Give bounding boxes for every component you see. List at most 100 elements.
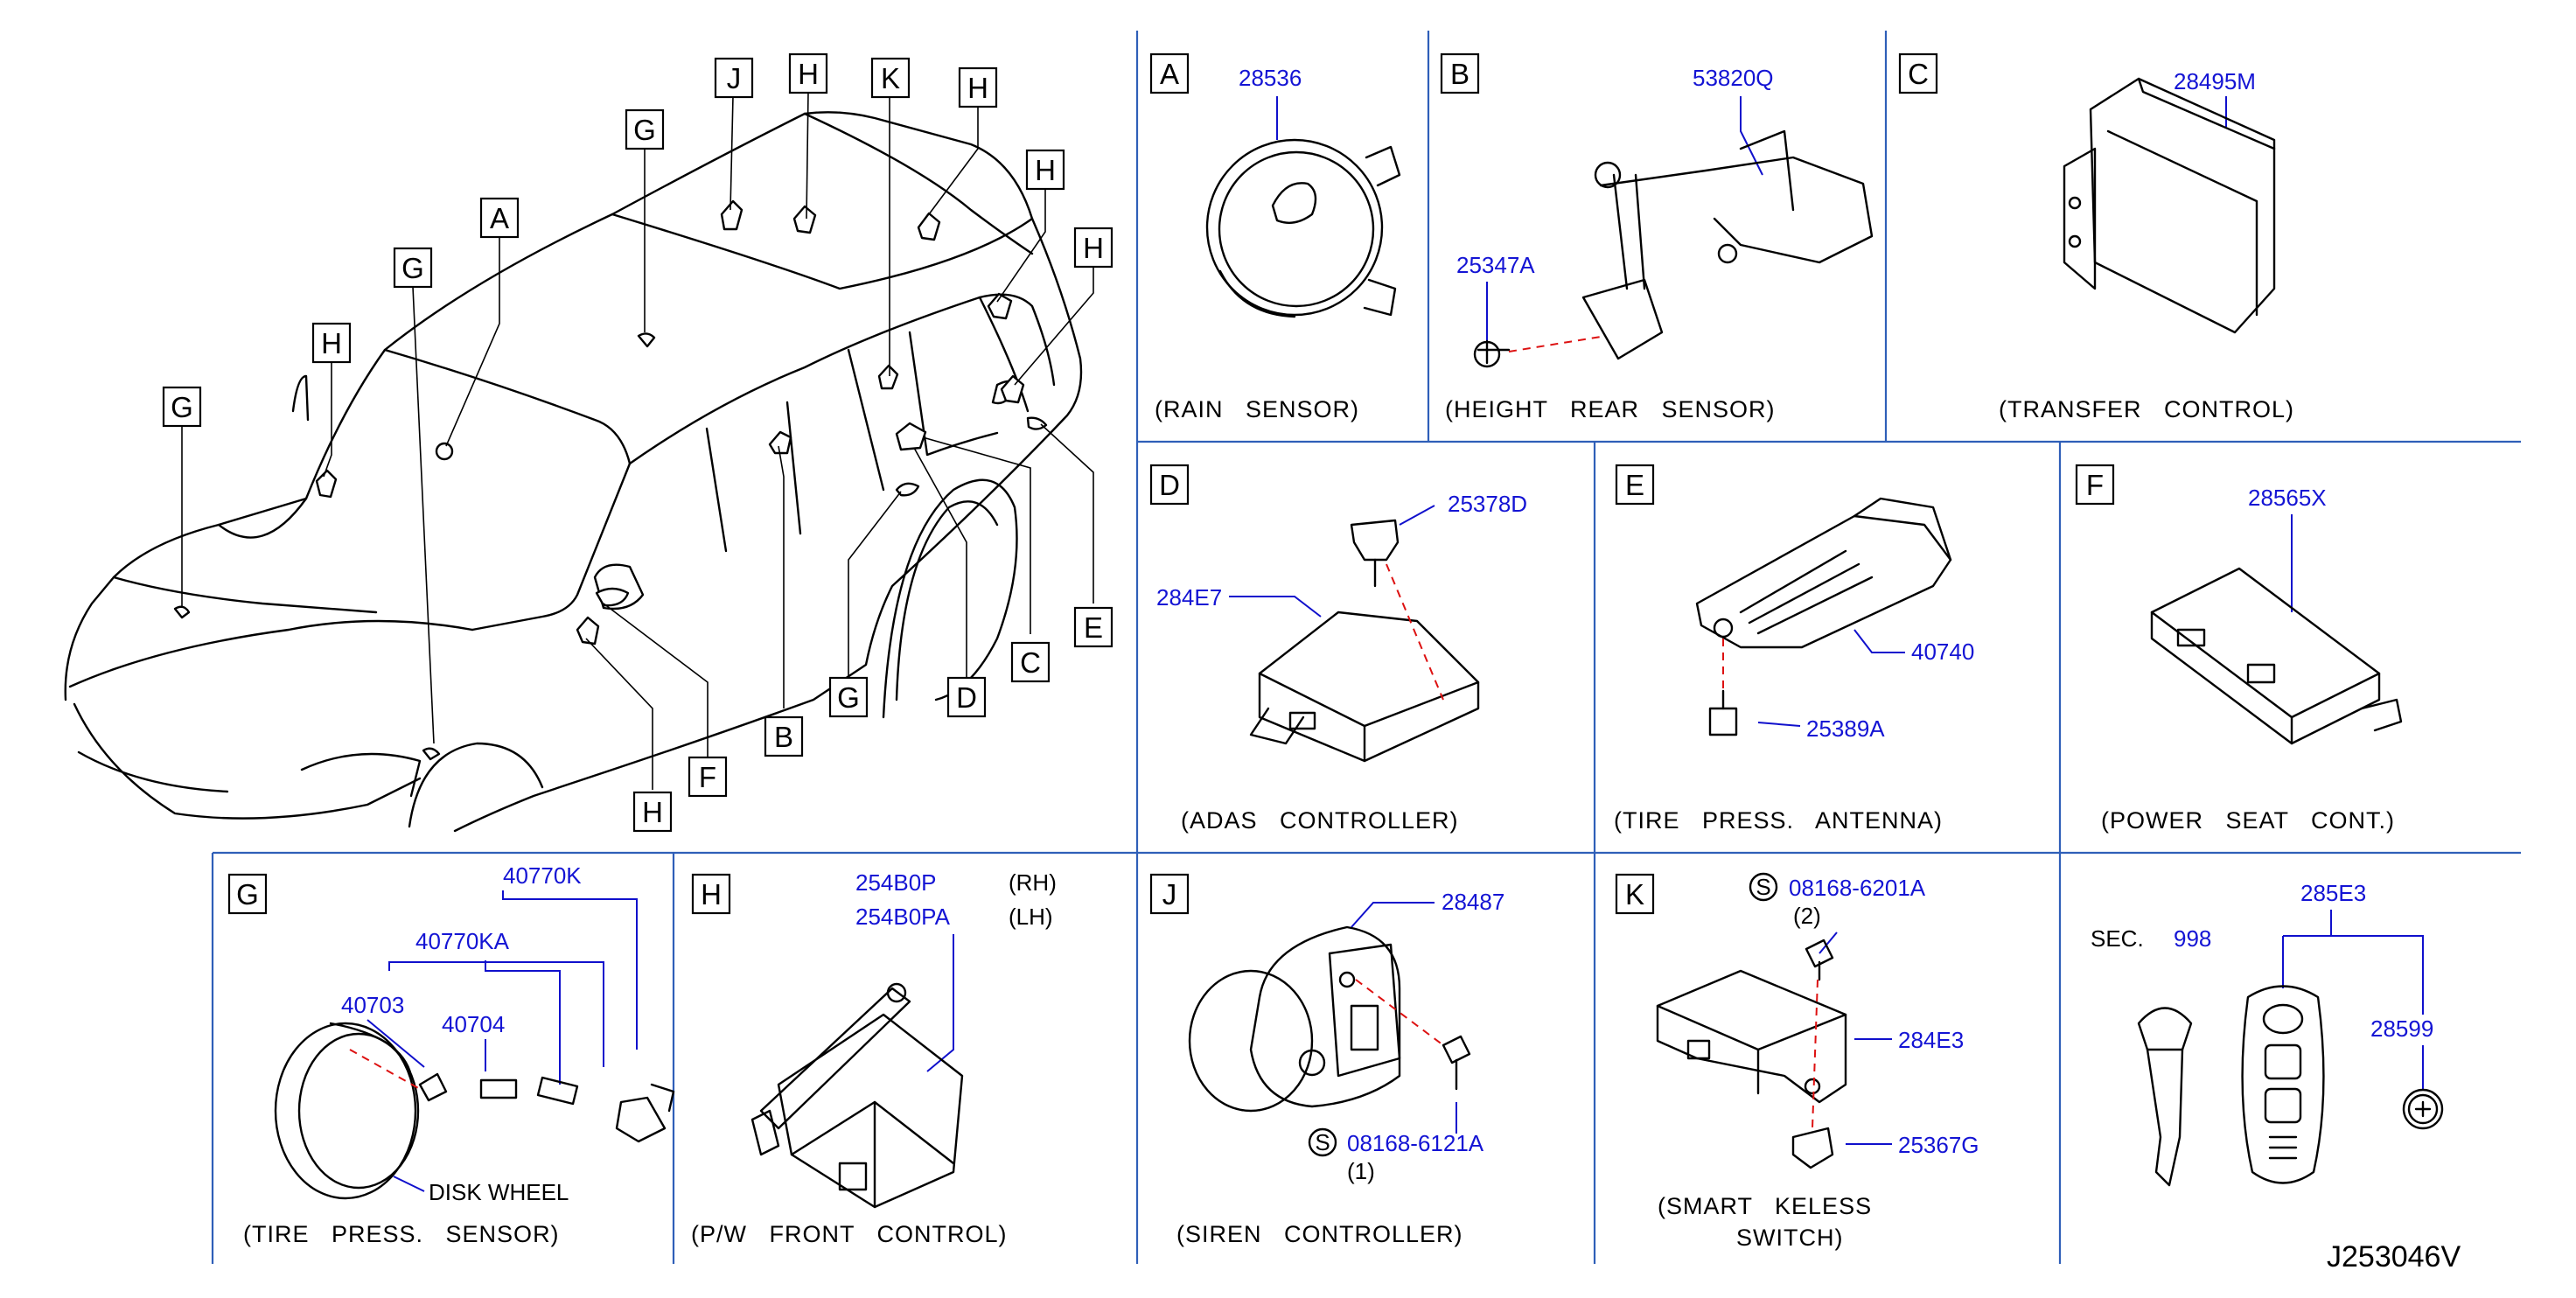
- svg-text:H: H: [1035, 154, 1056, 186]
- svg-text:J: J: [727, 62, 742, 94]
- panel-c-transfer-control: C 28495M (TRANSFER CONTROL): [1898, 52, 2294, 422]
- panel-letter: G: [236, 878, 259, 911]
- panel-e-tire-press-antenna: E 40740 25389A (TIRE PRESS. ANTENNA): [1614, 464, 1974, 834]
- s-mark: S: [1315, 1129, 1330, 1155]
- part-number: 254B0P: [855, 869, 937, 896]
- callout-g: G: [828, 676, 869, 718]
- panel-letter: J: [1162, 878, 1177, 911]
- svg-text:H: H: [967, 72, 988, 104]
- panel-letter: C: [1908, 58, 1929, 90]
- mechanical-key: [2137, 1007, 2193, 1187]
- part-number: 28599: [2370, 1015, 2433, 1042]
- part-number: 254B0PA: [855, 904, 951, 930]
- tire-sensor-drawing: [274, 1022, 675, 1200]
- callout-h: H: [958, 66, 998, 108]
- panel-g-tire-press-sensor: G 40770K 40770KA 40703 40704 DISK WHEEL …: [227, 862, 675, 1247]
- panel-caption-line1: (SMART KELESS: [1658, 1193, 1872, 1219]
- callout-h: H: [632, 791, 673, 833]
- vehicle-overview: J H K H G H A H G H G E C D G B F H: [64, 52, 1113, 833]
- panel-b-height-rear-sensor: B 53820Q 25347A (HEIGHT REAR SENSOR): [1440, 52, 1874, 422]
- adas-controller-drawing: [1249, 519, 1480, 763]
- tire-antenna-drawing: [1695, 497, 1952, 736]
- panel-f-power-seat-cont: F 28565X (POWER SEAT CONT.): [2075, 464, 2403, 834]
- power-seat-drawing: [2150, 567, 2403, 745]
- vehicle-body: [64, 111, 1083, 833]
- callout-a: A: [479, 197, 520, 239]
- svg-text:B: B: [774, 721, 793, 753]
- part-number: 25367G: [1898, 1132, 1979, 1158]
- svg-text:C: C: [1020, 646, 1041, 679]
- svg-text:H: H: [642, 796, 663, 828]
- rain-sensor-drawing: [1205, 138, 1401, 318]
- panel-caption: (SIREN CONTROLLER): [1176, 1221, 1463, 1247]
- part-number: 28565X: [2248, 485, 2327, 511]
- callout-e: E: [1073, 606, 1113, 648]
- part-number: 25389A: [1806, 715, 1885, 742]
- part-number: 28495M: [2174, 68, 2256, 94]
- height-sensor-drawing: [1473, 129, 1874, 368]
- callout-g: G: [393, 247, 433, 289]
- part-number: 28487: [1442, 889, 1504, 915]
- svg-text:E: E: [1084, 611, 1103, 644]
- battery: [2402, 1088, 2444, 1130]
- callout-leaders: [181, 91, 1094, 790]
- vehicle-components: [173, 199, 1048, 761]
- svg-text:H: H: [1083, 232, 1104, 264]
- pw-control-drawing: [750, 982, 964, 1209]
- part-number: 40740: [1911, 639, 1974, 665]
- panel-caption: (TRANSFER CONTROL): [1999, 396, 2294, 422]
- part-number: 40770K: [503, 862, 582, 889]
- s-mark: S: [1756, 874, 1770, 900]
- part-number: 40703: [341, 992, 404, 1018]
- panel-grid: [211, 31, 2521, 1264]
- side-rh: (RH): [1009, 869, 1057, 896]
- panel-caption: (TIRE PRESS. ANTENNA): [1614, 807, 1943, 834]
- svg-text:K: K: [881, 62, 900, 94]
- callout-d: D: [946, 676, 987, 718]
- panel-letter: E: [1625, 469, 1644, 501]
- panel-caption: (RAIN SENSOR): [1155, 396, 1359, 422]
- svg-text:G: G: [401, 252, 424, 284]
- panel-caption: (ADAS CONTROLLER): [1181, 807, 1459, 834]
- svg-text:G: G: [837, 681, 860, 714]
- panel-caption: (HEIGHT REAR SENSOR): [1445, 396, 1776, 422]
- svg-text:H: H: [798, 58, 819, 90]
- siren-controller-drawing: [1188, 925, 1471, 1113]
- callout-j: J: [714, 57, 754, 99]
- callout-boxes: J H K H G H A H G H G E C D G B F H: [162, 52, 1113, 833]
- svg-text:F: F: [699, 761, 716, 793]
- part-number: 40704: [442, 1011, 505, 1037]
- panel-caption: (P/W FRONT CONTROL): [691, 1221, 1008, 1247]
- part-number: 08168-6121A: [1347, 1130, 1484, 1156]
- part-number: 08168-6201A: [1789, 875, 1926, 901]
- panel-letter: H: [701, 878, 722, 911]
- diagram-id: J253046V: [2327, 1240, 2461, 1274]
- callout-c: C: [1010, 641, 1051, 683]
- part-number: 40770KA: [415, 928, 510, 954]
- quantity: (1): [1347, 1158, 1375, 1184]
- panel-d-adas-controller: D 25378D 284E7 (ADAS CONTROLLER): [1149, 464, 1527, 834]
- panel-letter: K: [1625, 878, 1644, 911]
- part-number: 284E7: [1156, 584, 1222, 611]
- callout-g: G: [625, 108, 665, 150]
- panel-k-smart-keless-switch: K S 08168-6201A (2) 284E3 25367G (SMART …: [1615, 872, 1979, 1251]
- panel-letter: B: [1450, 58, 1470, 90]
- side-lh: (LH): [1009, 904, 1053, 930]
- panel-caption: (POWER SEAT CONT.): [2101, 807, 2395, 834]
- part-number: 25378D: [1448, 491, 1527, 517]
- svg-text:A: A: [490, 202, 509, 234]
- callout-k: K: [870, 57, 911, 99]
- sec-label: SEC.: [2091, 925, 2144, 952]
- quantity: (2): [1793, 903, 1821, 929]
- panel-caption: (TIRE PRESS. SENSOR): [243, 1221, 560, 1247]
- callout-g: G: [162, 386, 202, 428]
- callout-h: H: [1025, 149, 1065, 191]
- callout-h: H: [1073, 227, 1113, 269]
- svg-text:H: H: [321, 327, 342, 359]
- callout-h: H: [788, 52, 828, 94]
- panel-letter: D: [1159, 469, 1180, 501]
- panel-intelligent-key: SEC. 998 285E3 28599: [2091, 880, 2444, 1187]
- panel-letter: A: [1160, 58, 1179, 90]
- part-number: 53820Q: [1693, 65, 1774, 91]
